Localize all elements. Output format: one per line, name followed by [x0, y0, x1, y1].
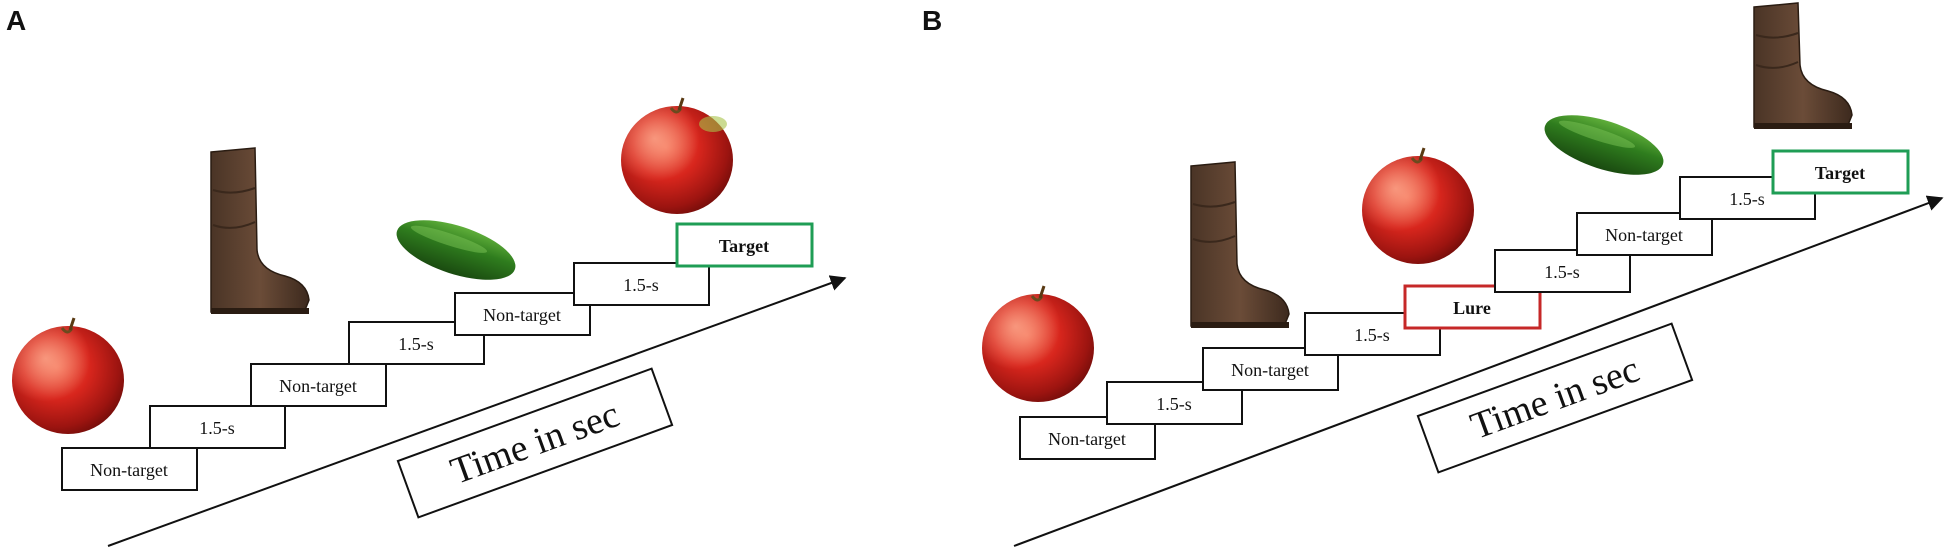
step-label: Non-target — [279, 376, 357, 396]
step-label: 1.5-s — [199, 418, 235, 438]
step-label: Non-target — [483, 305, 561, 325]
boot-icon — [1753, 2, 1853, 129]
panel-b-letter: B — [922, 5, 942, 36]
target-box: Target — [675, 222, 814, 268]
boot-icon — [210, 147, 310, 314]
panel-a-letter: A — [6, 5, 26, 36]
boot-icon — [1190, 161, 1290, 328]
panel-a: A Time in sec Non-target 1.5-s Non-targe… — [6, 5, 847, 547]
step-label: 1.5-s — [1156, 394, 1192, 414]
time-label-box: Time in sec — [1416, 322, 1694, 474]
apple-icon — [621, 97, 733, 214]
apple-icon — [1362, 147, 1474, 264]
step-label: Non-target — [1048, 429, 1126, 449]
step-box: Non-target — [454, 292, 591, 336]
panel-b: B Time in sec Non-target 1.5-s Non-targe… — [922, 2, 1944, 547]
step-box: Non-target — [250, 363, 387, 407]
step-label: Non-target — [1605, 225, 1683, 245]
step-label: 1.5-s — [1544, 262, 1580, 282]
time-arrow — [107, 275, 847, 547]
target-label: Target — [1815, 163, 1865, 183]
step-label: Non-target — [1231, 360, 1309, 380]
step-label: 1.5-s — [1354, 325, 1390, 345]
apple-icon — [12, 317, 124, 434]
step-box: 1.5-s — [573, 262, 710, 306]
target-box: Target — [1771, 149, 1910, 195]
step-box: 1.5-s — [1494, 249, 1631, 293]
time-arrow — [1013, 195, 1944, 547]
step-label: 1.5-s — [1729, 189, 1765, 209]
apple-icon — [982, 285, 1094, 402]
step-label: 1.5-s — [623, 275, 659, 295]
step-label: 1.5-s — [398, 334, 434, 354]
target-label: Target — [719, 236, 769, 256]
cucumber-icon — [1544, 115, 1664, 175]
step-box: Non-target — [61, 447, 198, 491]
lure-box: Lure — [1403, 284, 1542, 330]
lure-label: Lure — [1453, 298, 1491, 318]
step-box: 1.5-s — [149, 405, 286, 449]
step-label: Non-target — [90, 460, 168, 480]
step-box: 1.5-s — [1106, 381, 1243, 425]
cucumber-icon — [396, 220, 516, 280]
